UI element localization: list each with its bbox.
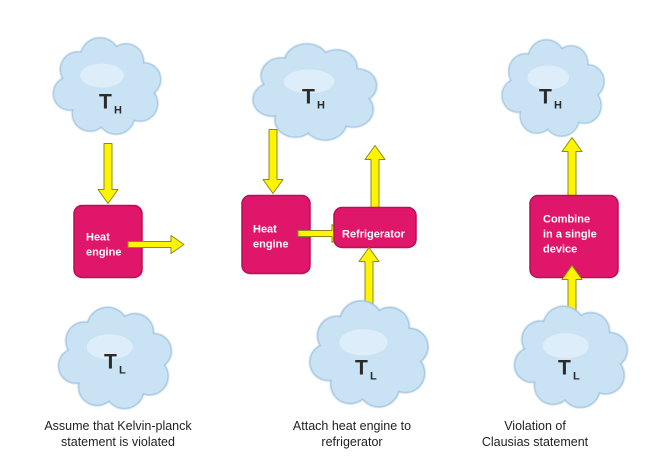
hot-reservoir-subscript: H bbox=[317, 100, 325, 112]
caption-line-2: refrigerator bbox=[321, 435, 383, 449]
hot-reservoir-subscript: H bbox=[114, 105, 122, 117]
heat-engine-label-line-1: Heat bbox=[253, 224, 277, 236]
cold-reservoir-cloud bbox=[308, 299, 429, 408]
combined-device-label-line-3: device bbox=[543, 244, 577, 256]
caption-line-2: Clausias statement bbox=[481, 435, 589, 449]
hot-reservoir-cloud bbox=[501, 39, 605, 137]
cold-reservoir-label: T bbox=[355, 357, 368, 380]
work-output-arrow bbox=[127, 235, 185, 254]
heat-engine-label-line-2: engine bbox=[253, 239, 288, 251]
caption-line-1: Attach heat engine to bbox=[292, 419, 412, 433]
cold-reservoir-label: T bbox=[558, 357, 571, 380]
heat-out-up-arrow bbox=[561, 137, 583, 196]
heat-engine-label-line-2: engine bbox=[86, 247, 121, 259]
caption-clausius-violation: Violation of Clausias statement bbox=[420, 418, 650, 450]
hot-reservoir-label: T bbox=[302, 86, 315, 109]
heat-input-arrow bbox=[262, 129, 284, 194]
caption-kelvin-planck: Assume that Kelvin-planck statement is v… bbox=[3, 418, 233, 450]
hot-reservoir-label: T bbox=[99, 91, 112, 114]
hot-reservoir-subscript: H bbox=[554, 100, 562, 112]
cold-reservoir-subscript: L bbox=[573, 371, 580, 383]
heat-absorbed-up-arrow bbox=[358, 247, 380, 308]
hot-reservoir-cloud bbox=[52, 37, 162, 135]
caption-line-1: Assume that Kelvin-planck bbox=[44, 419, 192, 433]
refrigerator-box bbox=[333, 206, 417, 249]
hot-reservoir-cloud bbox=[252, 43, 378, 141]
hot-reservoir-label: T bbox=[539, 86, 552, 109]
cold-reservoir-subscript: L bbox=[370, 371, 377, 383]
cold-reservoir-cloud bbox=[57, 306, 173, 410]
heat-rejected-up-arrow bbox=[364, 145, 386, 208]
combined-device-label-line-1: Combine bbox=[543, 214, 590, 226]
refrigerator-label: Refrigerator bbox=[342, 229, 406, 241]
caption-line-1: Violation of bbox=[504, 419, 566, 433]
heat-engine-label-line-1: Heat bbox=[86, 232, 110, 244]
caption-attach-engine: Attach heat engine to refrigerator bbox=[237, 418, 467, 450]
heat-input-arrow bbox=[97, 143, 119, 204]
caption-line-2: statement is violated bbox=[61, 435, 175, 449]
combined-device-label-line-2: in a single bbox=[543, 229, 597, 241]
cold-reservoir-cloud bbox=[513, 305, 629, 409]
panel-engine-refrigerator: T H Heat engine Refrigerator T L bbox=[241, 43, 429, 408]
cold-reservoir-label: T bbox=[104, 351, 117, 374]
cold-reservoir-subscript: L bbox=[119, 365, 126, 377]
panel-clausius: T H Combine in a single device T L bbox=[501, 39, 629, 409]
panel-kelvin-planck: T H Heat engine T L bbox=[52, 37, 185, 410]
